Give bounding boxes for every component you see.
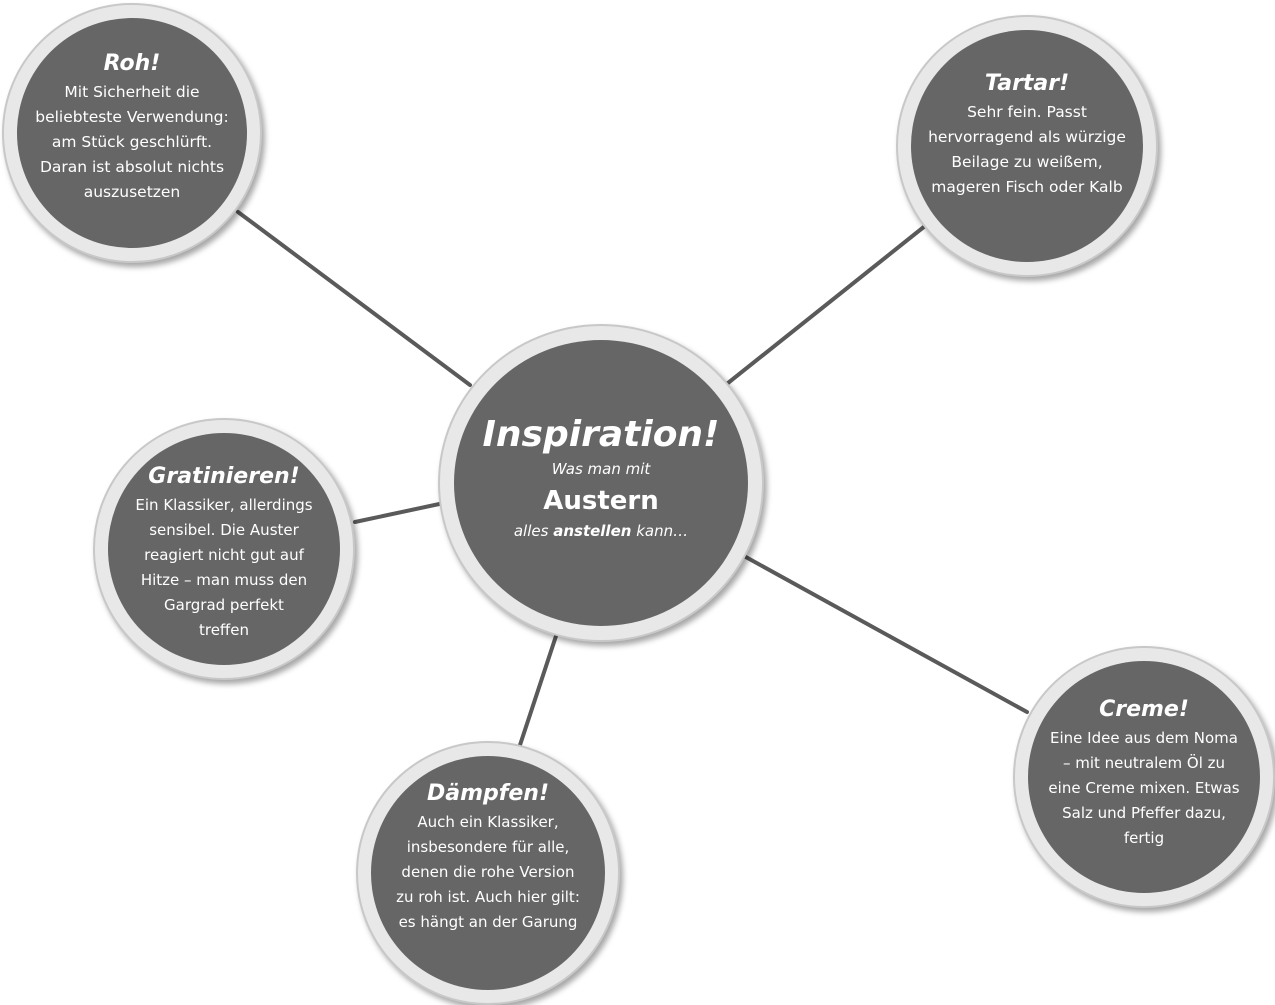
node-daempfen-text: Auch ein Klassiker, insbesondere für all… bbox=[396, 813, 580, 931]
node-tartar-circle: Tartar! Sehr fein. Passt hervorragend al… bbox=[911, 30, 1143, 262]
connector-gratinieren bbox=[353, 501, 446, 524]
node-gratinieren-text: Ein Klassiker, allerdings sensibel. Die … bbox=[135, 496, 313, 639]
node-roh-text: Mit Sicherheit die beliebteste Verwendun… bbox=[35, 83, 229, 201]
center-tail-suffix: kann… bbox=[636, 522, 689, 540]
center-tail-prefix: alles bbox=[513, 522, 549, 540]
connector-creme bbox=[742, 554, 1029, 714]
node-roh-circle: Roh! Mit Sicherheit die beliebteste Verw… bbox=[17, 18, 247, 248]
center-node: Inspiration! Was man mit Austern alles a… bbox=[438, 324, 764, 642]
connector-daempfen bbox=[518, 634, 558, 747]
center-main-word: Austern bbox=[543, 486, 659, 516]
node-gratinieren-title: Gratinieren! bbox=[148, 464, 300, 489]
node-roh-title: Roh! bbox=[103, 51, 161, 76]
center-node-circle: Inspiration! Was man mit Austern alles a… bbox=[454, 340, 748, 626]
node-gratinieren-circle: Gratinieren! Ein Klassiker, allerdings s… bbox=[108, 433, 340, 665]
node-tartar: Tartar! Sehr fein. Passt hervorragend al… bbox=[896, 15, 1158, 277]
node-creme: Creme! Eine Idee aus dem Noma – mit neut… bbox=[1013, 646, 1275, 908]
connector-tartar bbox=[726, 224, 927, 385]
node-roh: Roh! Mit Sicherheit die beliebteste Verw… bbox=[2, 3, 262, 263]
node-daempfen-title: Dämpfen! bbox=[427, 781, 549, 806]
node-tartar-text: Sehr fein. Passt hervorragend als würzig… bbox=[928, 103, 1126, 196]
node-daempfen: Dämpfen! Auch ein Klassiker, insbesonder… bbox=[356, 741, 620, 1005]
node-creme-circle: Creme! Eine Idee aus dem Noma – mit neut… bbox=[1028, 661, 1260, 893]
center-tail: alles anstellen kann… bbox=[514, 520, 688, 542]
center-tail-bold: anstellen bbox=[553, 522, 632, 540]
node-creme-text: Eine Idee aus dem Noma – mit neutralem Ö… bbox=[1048, 729, 1240, 847]
node-tartar-title: Tartar! bbox=[984, 71, 1070, 96]
connector-roh bbox=[236, 210, 472, 387]
center-subtitle: Was man mit bbox=[551, 460, 651, 478]
node-daempfen-circle: Dämpfen! Auch ein Klassiker, insbesonder… bbox=[371, 756, 605, 990]
node-gratinieren: Gratinieren! Ein Klassiker, allerdings s… bbox=[93, 418, 355, 680]
center-title: Inspiration! bbox=[482, 414, 720, 455]
node-creme-title: Creme! bbox=[1099, 697, 1189, 722]
